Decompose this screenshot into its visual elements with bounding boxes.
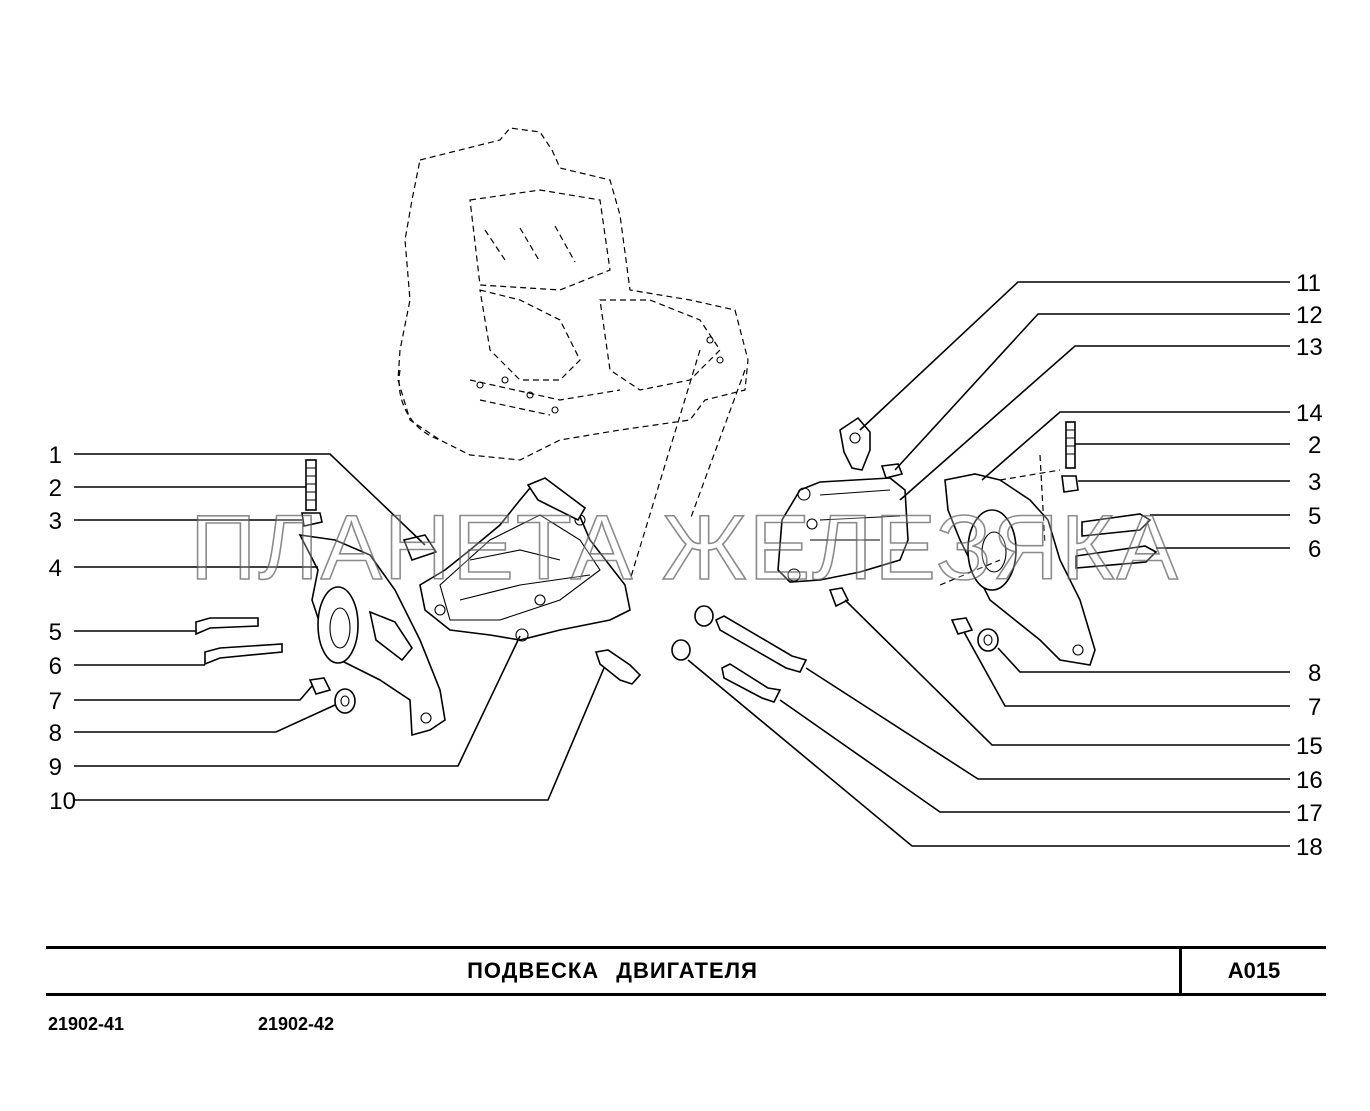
callout-left-5: 5 (49, 619, 62, 646)
bolt-17 (721, 663, 782, 703)
callout-right-11: 11 (1296, 270, 1321, 297)
right-callout-labels: 11 12 13 14 2 3 5 6 8 7 15 16 17 18 (1296, 270, 1323, 861)
model-number-2: 21902-42 (258, 1014, 335, 1034)
callout-right-14: 14 (1296, 400, 1323, 427)
left-callout-labels: 1 2 3 4 5 6 7 8 9 10 (49, 442, 76, 815)
callout-right-18: 18 (1296, 834, 1323, 861)
callout-right-15: 15 (1296, 733, 1323, 760)
engine-mount-diagram: 1 2 3 4 5 6 7 8 9 10 11 12 13 14 2 3 5 6… (49, 127, 1323, 861)
left-bushing-1 (402, 534, 438, 561)
right-engine-mount (671, 416, 1158, 703)
center-bolt-10 (594, 649, 642, 685)
callout-right-5: 5 (1308, 503, 1321, 530)
right-bolt-5 (1081, 513, 1152, 537)
callout-right-2: 2 (1308, 432, 1321, 459)
callout-left-9: 9 (49, 754, 62, 781)
right-plate-11 (839, 416, 871, 471)
right-stud-2 (1065, 421, 1076, 469)
callout-left-6: 6 (49, 653, 62, 680)
left-engine-mount (195, 459, 446, 737)
left-bolt-7 (308, 677, 332, 695)
right-cushion-14 (944, 473, 1096, 666)
callout-right-7: 7 (1308, 694, 1321, 721)
callout-left-3: 3 (49, 508, 62, 535)
left-bolt-5 (195, 617, 259, 636)
callout-right-17: 17 (1296, 800, 1323, 827)
right-bracket-13 (777, 477, 909, 583)
washer-top (694, 605, 714, 627)
callout-right-3: 3 (1308, 469, 1321, 496)
title-block: ПОДВЕСКА ДВИГАТЕЛЯ A015 (46, 946, 1326, 996)
model-number-1: 21902-41 (48, 1014, 125, 1034)
diagram-code: A015 (1227, 958, 1281, 983)
left-washer-8 (334, 688, 356, 714)
left-nut (301, 512, 323, 527)
callout-left-2: 2 (49, 475, 62, 502)
right-nut-15 (828, 587, 850, 608)
right-bolt-6 (1075, 545, 1158, 569)
callout-right-13: 13 (1296, 334, 1323, 361)
callout-left-10: 10 (49, 788, 76, 815)
callout-right-8: 8 (1308, 660, 1321, 687)
center-bracket (419, 477, 642, 685)
title-divider (1179, 949, 1182, 993)
callout-right-6: 6 (1308, 536, 1321, 563)
left-stud (305, 459, 317, 511)
diagram-title: ПОДВЕСКА ДВИГАТЕЛЯ (467, 958, 758, 983)
callout-left-4: 4 (49, 555, 62, 582)
right-bolt-7 (950, 617, 974, 635)
right-washer-8 (977, 628, 999, 652)
callout-left-7: 7 (49, 688, 62, 715)
bolt-16 (714, 615, 808, 673)
engine-outline (397, 127, 749, 581)
callout-right-16: 16 (1296, 767, 1323, 794)
callout-right-12: 12 (1296, 302, 1323, 329)
callout-left-1: 1 (49, 442, 62, 469)
callout-left-8: 8 (49, 720, 62, 747)
right-nut-3 (1061, 475, 1079, 493)
leader-lines (74, 281, 1290, 847)
washer-18 (671, 639, 691, 661)
left-bolt-6 (204, 643, 283, 666)
